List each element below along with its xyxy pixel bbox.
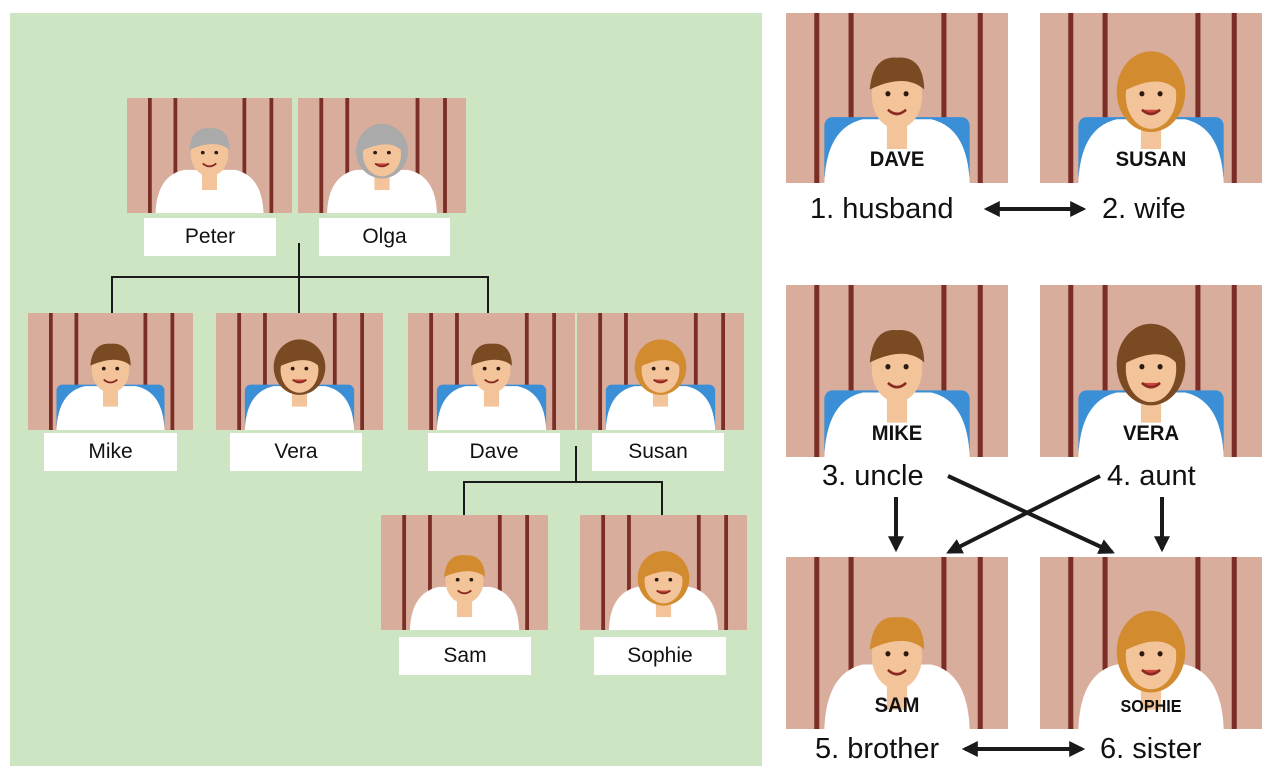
tree-line-to-sam bbox=[463, 481, 465, 515]
relation-label-uncle: 3. uncle bbox=[822, 460, 924, 492]
portrait-susan bbox=[577, 313, 744, 430]
name-label-peter: Peter bbox=[144, 218, 276, 256]
portrait-sam bbox=[381, 515, 548, 630]
name-label-sophie: Sophie bbox=[594, 637, 726, 675]
portrait-vera bbox=[216, 313, 383, 430]
relation-portrait-susan: SUSAN bbox=[1040, 13, 1262, 183]
relation-portrait-vera: VERA bbox=[1040, 285, 1262, 457]
name-label-dave: Dave bbox=[428, 433, 560, 471]
relation-portrait-sophie: SOPHIE bbox=[1040, 557, 1262, 729]
aunt-to-brother-arrow bbox=[946, 474, 1101, 554]
tree-line-to-vera bbox=[298, 276, 300, 313]
relation-label-brother: 5. brother bbox=[815, 733, 940, 765]
relation-portrait-mike: MIKE bbox=[786, 285, 1008, 457]
relation-label-aunt: 4. aunt bbox=[1107, 460, 1196, 492]
svg-text:SOPHIE: SOPHIE bbox=[1121, 696, 1182, 716]
tree-line-children-bar bbox=[463, 481, 663, 483]
tree-line-parents-stem bbox=[575, 446, 577, 483]
relation-portrait-sam: SAM bbox=[786, 557, 1008, 729]
relation-label-sister: 6. sister bbox=[1100, 733, 1202, 765]
svg-text:VERA: VERA bbox=[1123, 421, 1179, 445]
name-label-mike: Mike bbox=[44, 433, 177, 471]
name-label-olga: Olga bbox=[319, 218, 450, 256]
uncle-to-sister-arrow bbox=[947, 474, 1115, 554]
relation-label-wife: 2. wife bbox=[1102, 193, 1186, 225]
portrait-dave bbox=[408, 313, 575, 430]
portrait-mike bbox=[28, 313, 193, 430]
svg-text:SUSAN: SUSAN bbox=[1116, 148, 1187, 172]
tree-line-to-mike bbox=[111, 276, 113, 313]
name-label-susan: Susan bbox=[592, 433, 724, 471]
portrait-peter bbox=[127, 98, 292, 213]
tree-line-grandparents-stem bbox=[298, 243, 300, 278]
name-label-sam: Sam bbox=[399, 637, 531, 675]
svg-text:SAM: SAM bbox=[875, 693, 920, 717]
relation-portrait-dave: DAVE bbox=[786, 13, 1008, 183]
tree-line-to-dave bbox=[487, 276, 489, 313]
tree-line-siblings-bar bbox=[111, 276, 489, 278]
portrait-olga bbox=[298, 98, 466, 213]
name-label-vera: Vera bbox=[230, 433, 362, 471]
tree-line-to-sophie bbox=[661, 481, 663, 515]
svg-text:DAVE: DAVE bbox=[870, 148, 925, 172]
relation-label-husband: 1. husband bbox=[810, 193, 954, 225]
svg-text:MIKE: MIKE bbox=[872, 421, 923, 445]
portrait-sophie bbox=[580, 515, 747, 630]
